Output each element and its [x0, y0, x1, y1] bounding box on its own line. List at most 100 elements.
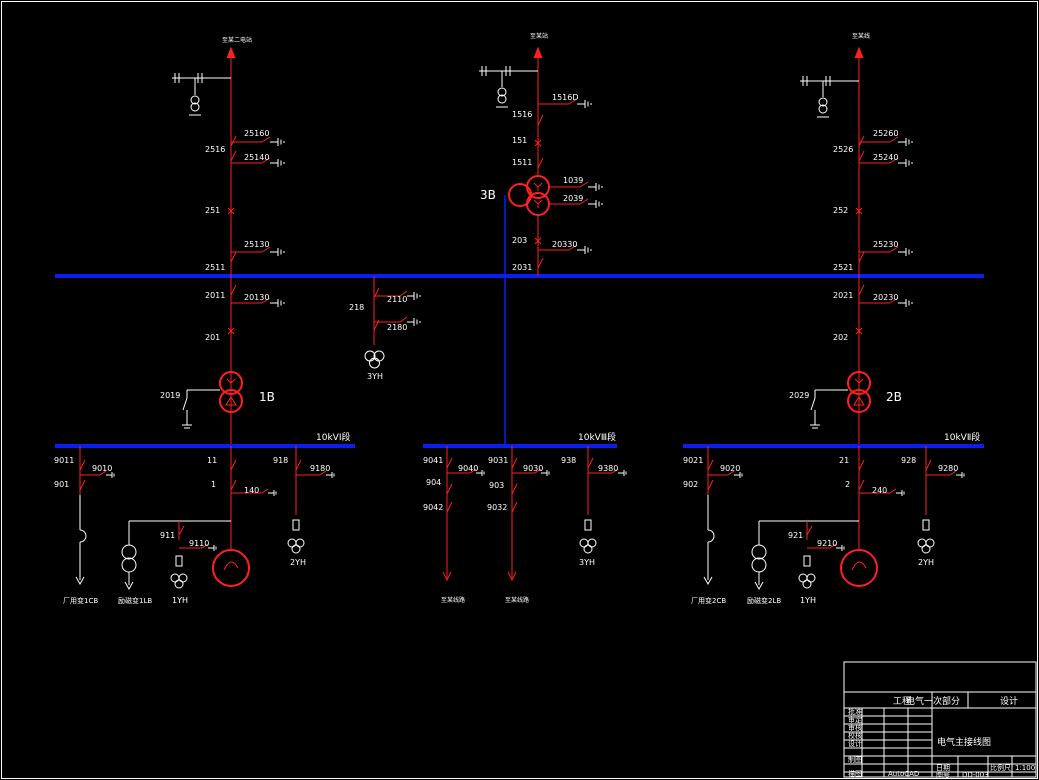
label: 9010: [92, 464, 112, 473]
label: 2521: [833, 263, 853, 272]
mid-bay: [479, 46, 589, 276]
title-part: 电气一次部分: [906, 695, 960, 707]
label: 25260: [873, 129, 898, 138]
tb-date-label: 日期: [936, 764, 950, 772]
label: 902: [683, 480, 698, 489]
label: 1: [211, 480, 216, 489]
transformer-label: 1B: [259, 390, 275, 404]
main-bus-pt: [364, 276, 408, 369]
tb-no: DD-003: [962, 771, 989, 779]
label: 2180: [387, 323, 407, 332]
main-bus-pt-grounds: [407, 292, 421, 326]
line-label-left: 至某二电站: [222, 36, 252, 44]
tb-row: 描图: [848, 769, 862, 778]
mid-10kv-grounds: [476, 470, 627, 476]
label: 励磁变2LB: [747, 596, 781, 605]
label: 9042: [423, 503, 443, 512]
bus-label: 10kVⅡ段: [944, 431, 980, 443]
label: 25240: [873, 153, 898, 162]
transformer-label: 3B: [480, 188, 496, 202]
label: 202: [833, 333, 848, 342]
label: 2039: [563, 194, 583, 203]
label: 20130: [244, 293, 269, 302]
line-label-right: 至某线: [852, 32, 870, 40]
label: 928: [901, 456, 916, 465]
right-bay: [800, 46, 899, 447]
label: 厂用变1CB: [63, 596, 98, 605]
right-ground-symbols: [898, 138, 913, 307]
label: 921: [788, 531, 803, 540]
label: 20330: [552, 240, 577, 249]
label: 203: [512, 236, 527, 245]
label: 9021: [683, 456, 703, 465]
label: 9210: [817, 539, 837, 548]
label: 3YH: [579, 558, 595, 567]
label: 2019: [160, 391, 180, 400]
label: 9031: [488, 456, 508, 465]
left-bay: [172, 46, 271, 447]
label: 918: [273, 456, 288, 465]
label: 至某线路: [505, 596, 529, 604]
label: 9180: [310, 464, 330, 473]
label: 9040: [458, 464, 478, 473]
tb-row: 设计: [848, 739, 862, 748]
title-drawing: 电气主接线图: [937, 736, 991, 748]
tb-row: 制图: [848, 755, 862, 764]
title-block: [843, 661, 1037, 778]
label: 1039: [563, 176, 583, 185]
label: 厂用变2CB: [691, 596, 726, 605]
title-project: 工程: [893, 696, 911, 707]
label: 911: [160, 531, 175, 540]
tb-row: 校核: [848, 731, 862, 740]
label: 2526: [833, 145, 853, 154]
label: 2029: [789, 391, 809, 400]
tb-row: 审核: [848, 723, 862, 732]
label: 2110: [387, 295, 407, 304]
left-ground-symbols: [270, 138, 285, 307]
label: 3YH: [367, 372, 383, 381]
tb-no-label: 图号: [936, 771, 950, 779]
label: 9280: [938, 464, 958, 473]
left-10kv-feeders: [75, 446, 327, 591]
label: 至某线路: [441, 596, 465, 604]
label: 140: [244, 486, 259, 495]
label: 2031: [512, 263, 532, 272]
label: 21: [839, 456, 849, 465]
right-10kv-feeders: [703, 446, 957, 591]
label: 151: [512, 136, 527, 145]
mid-ground-symbols: [577, 100, 603, 254]
label: 9380: [598, 464, 618, 473]
label: 2YH: [918, 558, 934, 567]
label: 9032: [487, 503, 507, 512]
label: 2021: [833, 291, 853, 300]
label: 25160: [244, 129, 269, 138]
mid-10kv-feeders: [442, 446, 619, 582]
label: 9110: [189, 539, 209, 548]
label: 201: [205, 333, 220, 342]
label: 9030: [523, 464, 543, 473]
tb-scale-label: 比例尺: [990, 763, 1011, 772]
label: 903: [489, 481, 504, 490]
tb-row: 批准: [848, 707, 862, 716]
label: 2516: [205, 145, 225, 154]
label: 938: [561, 456, 576, 465]
bus-label: 10kVⅢ段: [578, 431, 616, 443]
label: 励磁变1LB: [118, 596, 152, 605]
label: 901: [54, 480, 69, 489]
label: 9011: [54, 456, 74, 465]
label: 1516: [512, 110, 532, 119]
tb-row: 审定: [848, 715, 862, 724]
label: 1YH: [800, 596, 816, 605]
label: 240: [872, 486, 887, 495]
label: 2011: [205, 291, 225, 300]
tb-scale: 1:100: [1015, 764, 1035, 772]
line-label-mid: 至某站: [530, 32, 548, 40]
label: 2YH: [290, 558, 306, 567]
left-10kv-grounds: [106, 472, 335, 551]
label: 252: [833, 206, 848, 215]
label: 251: [205, 206, 220, 215]
label: 904: [426, 478, 441, 487]
label: 218: [349, 303, 364, 312]
